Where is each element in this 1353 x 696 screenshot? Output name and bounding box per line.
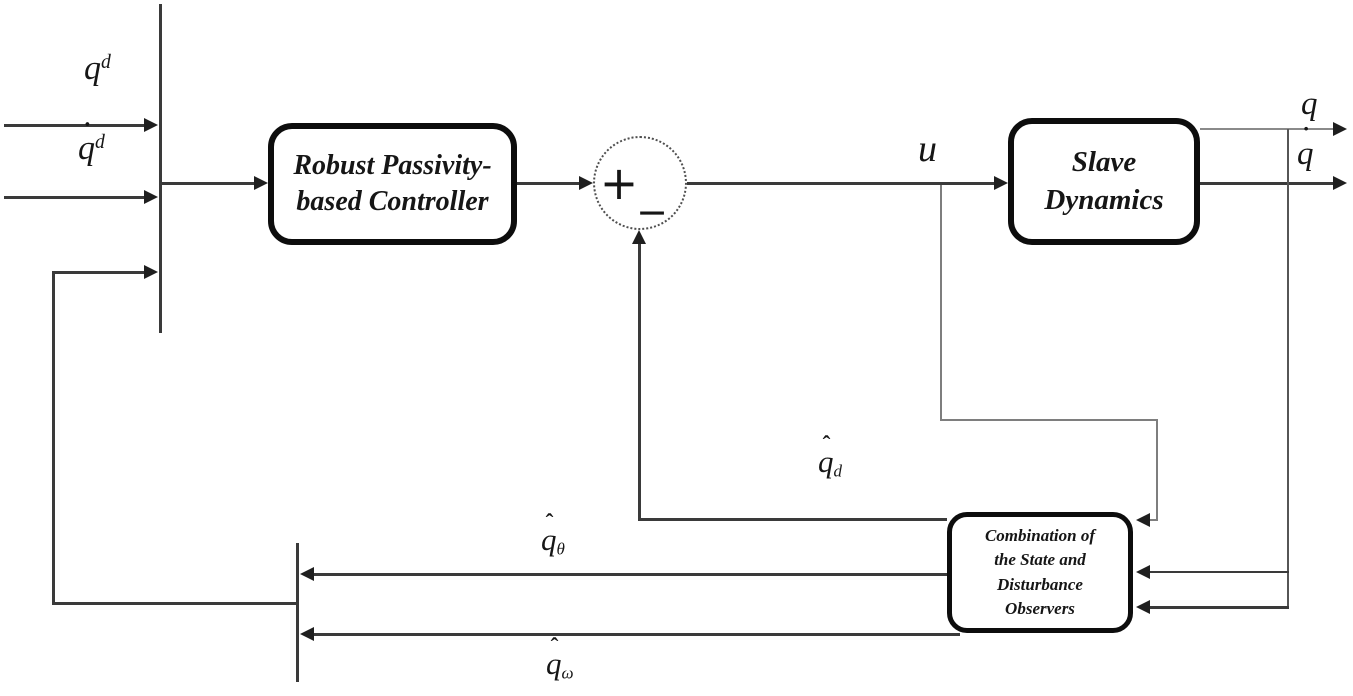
qhat-d-vertical-line [638, 243, 641, 521]
plant-label-line2: Dynamics [1044, 183, 1164, 216]
q-output-arrowhead [1333, 122, 1347, 136]
observer-label-line1: Combination of [984, 526, 1096, 546]
feedback-return-vertical-line [52, 273, 55, 605]
qhat-omega-arrowhead [300, 627, 314, 641]
feedback-input-line [52, 271, 145, 274]
q-output-line [1200, 128, 1335, 130]
observer-label-line3: Disturbance [997, 574, 1083, 594]
bus-to-controller-line [162, 182, 255, 185]
sum-to-plant-line [687, 182, 994, 185]
label-q-desired: qd [84, 50, 111, 87]
feedback-bus-line [296, 543, 299, 682]
label-u: u [918, 128, 937, 170]
qdotd-input-line [4, 196, 145, 199]
qhat-omega-line [314, 633, 960, 636]
feedback-return-horizontal-line [52, 602, 299, 605]
qdot-feedback-to-observer-line [1150, 606, 1289, 609]
controller-label-line2: based Controller [296, 186, 489, 217]
qdot-output-arrowhead [1333, 176, 1347, 190]
qhat-theta-line [314, 573, 947, 576]
controller-label-line1: Robust Passivity- [293, 150, 492, 182]
sum-minus-input-arrowhead [632, 230, 646, 244]
controller-to-sum-line [517, 182, 580, 185]
qd-input-line [4, 124, 145, 127]
plant-input-arrowhead [994, 176, 1008, 190]
controller-input-arrowhead [254, 176, 268, 190]
label-qdot-output: ˙q [1297, 123, 1314, 172]
qhat-d-horizontal-line [638, 518, 947, 521]
summing-junction [593, 136, 687, 230]
u-to-observer-line [1147, 519, 1158, 521]
qhat-theta-arrowhead [300, 567, 314, 581]
observer-u-input-arrowhead [1136, 513, 1150, 527]
observer-label-line4: Observers [1005, 598, 1075, 618]
input-bus-line [159, 4, 162, 333]
label-q-output: q [1301, 86, 1318, 122]
qdot-output-line [1200, 182, 1333, 185]
q-feedback-to-observer-line [1150, 571, 1289, 573]
controller-block: Robust Passivity- based Controller [268, 123, 517, 245]
output-feedback-vertical-line [1287, 129, 1289, 608]
observer-qdot-input-arrowhead [1136, 600, 1150, 614]
plant-block: Slave Dynamics [1008, 118, 1200, 245]
u-branch-vertical-line [940, 185, 942, 420]
plant-label-line1: Slave [1071, 146, 1137, 179]
u-branch-drop-line [1156, 419, 1158, 520]
observer-q-input-arrowhead [1136, 565, 1150, 579]
qd-input-arrowhead [144, 118, 158, 132]
observer-label-line2: the State and [994, 550, 1086, 570]
sum-plus-sign: + [599, 156, 639, 210]
label-qdot-desired: ˙qd [78, 116, 105, 167]
feedback-input-arrowhead [144, 265, 158, 279]
sum-minus-sign: − [636, 190, 668, 234]
sum-input-arrowhead [579, 176, 593, 190]
u-branch-horizontal-line [940, 419, 1158, 421]
qdotd-input-arrowhead [144, 190, 158, 204]
observer-block: Combination of the State and Disturbance… [947, 512, 1133, 633]
